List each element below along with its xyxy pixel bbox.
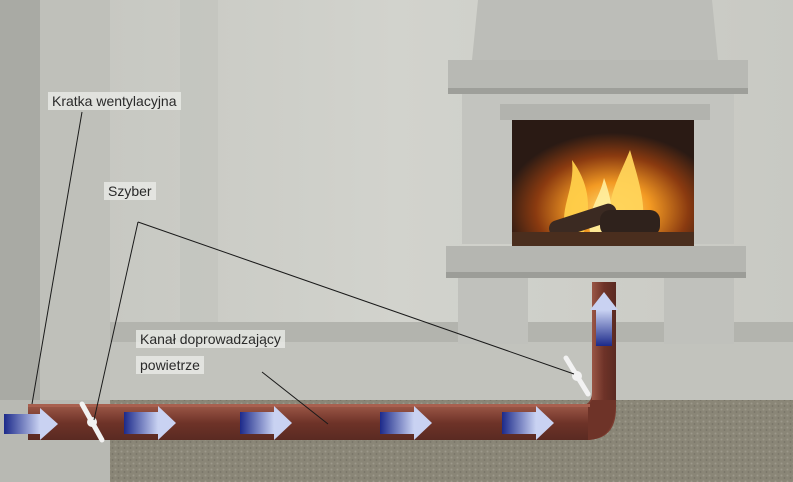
damper-valve-icon bbox=[563, 355, 591, 397]
fireplace-inner-frame bbox=[500, 104, 710, 120]
floor-slab bbox=[110, 342, 793, 404]
air-duct-top-edge bbox=[28, 404, 590, 407]
fireplace-mantel-shadow bbox=[448, 88, 748, 94]
fireplace-top-mantel bbox=[448, 60, 748, 92]
vent-grille-label: Kratka wentylacyjna bbox=[48, 92, 181, 110]
duct-label-line2: powietrze bbox=[136, 356, 204, 374]
wall-shadow bbox=[180, 0, 218, 330]
leader-line-duct bbox=[261, 371, 329, 425]
airflow-arrow-icon bbox=[380, 406, 432, 440]
damper-label: Szyber bbox=[104, 182, 156, 200]
airflow-arrow-icon bbox=[240, 406, 292, 440]
log-right bbox=[600, 210, 660, 236]
hearth-slab-edge bbox=[446, 272, 746, 278]
leader-line-vent-grille bbox=[31, 111, 83, 405]
hearth-slab bbox=[446, 246, 746, 276]
fireplace-hood bbox=[472, 0, 718, 60]
air-duct-elbow bbox=[586, 400, 616, 440]
duct-label-line1: Kanał doprowadzający bbox=[136, 330, 285, 348]
log-left bbox=[549, 203, 617, 239]
fire-bed bbox=[512, 232, 694, 248]
leader-line-damper-left bbox=[93, 221, 139, 421]
airflow-arrow-icon bbox=[124, 406, 176, 440]
fireplace-leg-left bbox=[458, 278, 528, 344]
airflow-arrow-icon bbox=[4, 408, 58, 440]
leader-line-damper-right bbox=[137, 221, 575, 375]
airflow-arrow-up-icon bbox=[590, 292, 618, 346]
air-duct-horizontal-shade bbox=[28, 406, 588, 440]
fireplace-leg-right bbox=[664, 278, 734, 344]
airflow-arrow-icon bbox=[502, 406, 554, 440]
